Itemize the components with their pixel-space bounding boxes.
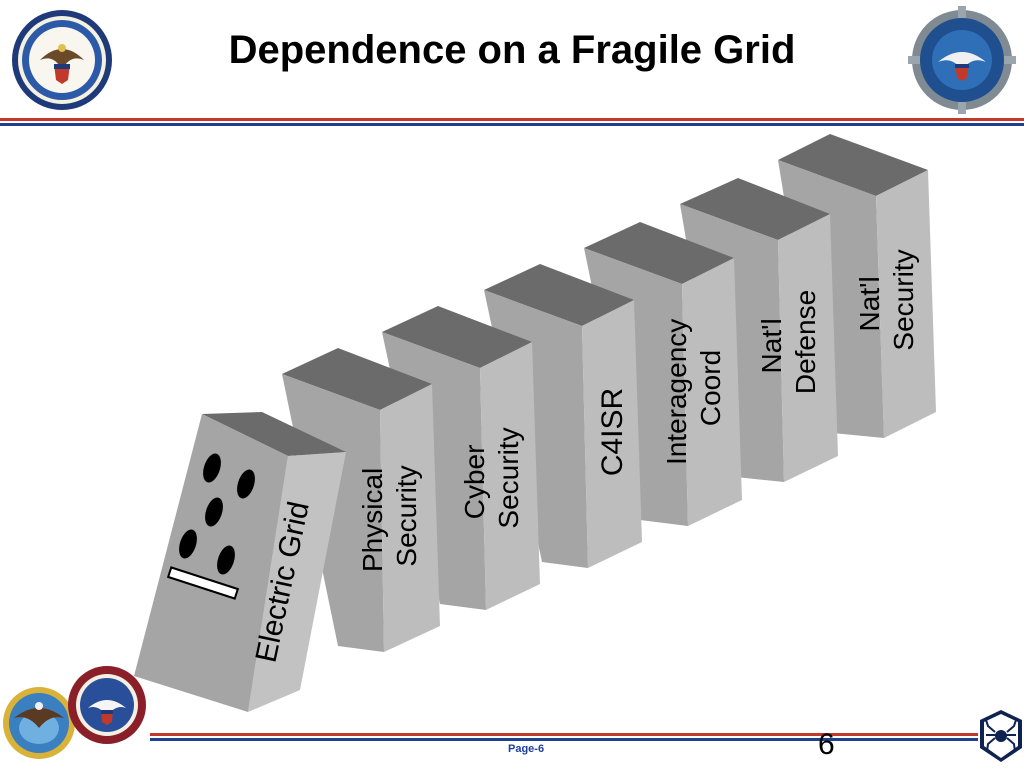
domino-label: Physical Security	[357, 460, 422, 572]
domino-pip	[203, 453, 221, 483]
page-label: Page-6	[508, 743, 545, 755]
page-number: 6	[818, 728, 835, 761]
page-title: Dependence on a Fragile Grid	[228, 28, 796, 72]
footer-rule-red	[150, 733, 978, 736]
eagle-globe-seal-icon	[3, 687, 75, 759]
domino-label: Nat'l Defense	[756, 290, 821, 394]
footer-rule-blue	[150, 738, 978, 741]
header-rule-red	[0, 118, 1024, 121]
domino-c4isr: C4ISR	[484, 264, 642, 568]
domino-bar	[166, 566, 240, 600]
domino-label: C4ISR	[596, 388, 629, 476]
domino-pip	[205, 497, 223, 527]
spider-emblem-icon	[980, 710, 1022, 762]
domino-label: Cyber Security	[459, 427, 524, 528]
domino-label: Interagency Coord	[661, 311, 726, 465]
domino-pip	[217, 545, 235, 575]
header-rule-blue	[0, 123, 1024, 126]
northern-command-seal-icon	[68, 666, 146, 744]
domino-pip	[179, 529, 197, 559]
domino-label: Nat'l Security	[854, 249, 919, 350]
domino-electric-grid: Electric Grid	[134, 412, 346, 712]
domino-cyber-security: Cyber Security	[382, 306, 540, 610]
asd-rae-seal-icon	[908, 6, 1016, 114]
domino-pip	[237, 469, 255, 499]
dept-of-defense-seal-icon	[12, 10, 112, 110]
